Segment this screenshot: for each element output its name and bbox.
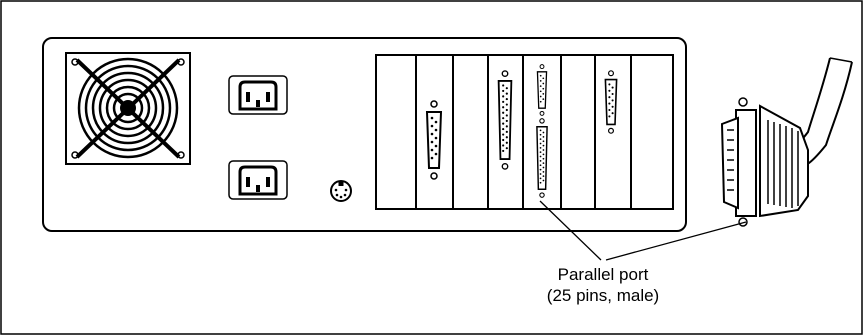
parallel-cable-plug-icon [720, 57, 853, 227]
parallel-port-icon [535, 118, 549, 198]
power-socket-icon [228, 75, 288, 115]
leader-line-cable [605, 221, 747, 261]
fan-grille-icon [65, 52, 191, 165]
db9-port-icon [536, 64, 548, 116]
callout-line1: Parallel port [558, 265, 649, 284]
callout-line2: (25 pins, male) [547, 286, 659, 305]
db25-port-icon [497, 70, 513, 170]
db15-port-icon [604, 70, 618, 134]
leader-line-port [539, 200, 602, 261]
expansion-slot-area [375, 54, 674, 210]
power-socket-icon [228, 160, 288, 200]
db15-port-icon [426, 100, 442, 180]
ps2-port-icon [330, 180, 352, 202]
